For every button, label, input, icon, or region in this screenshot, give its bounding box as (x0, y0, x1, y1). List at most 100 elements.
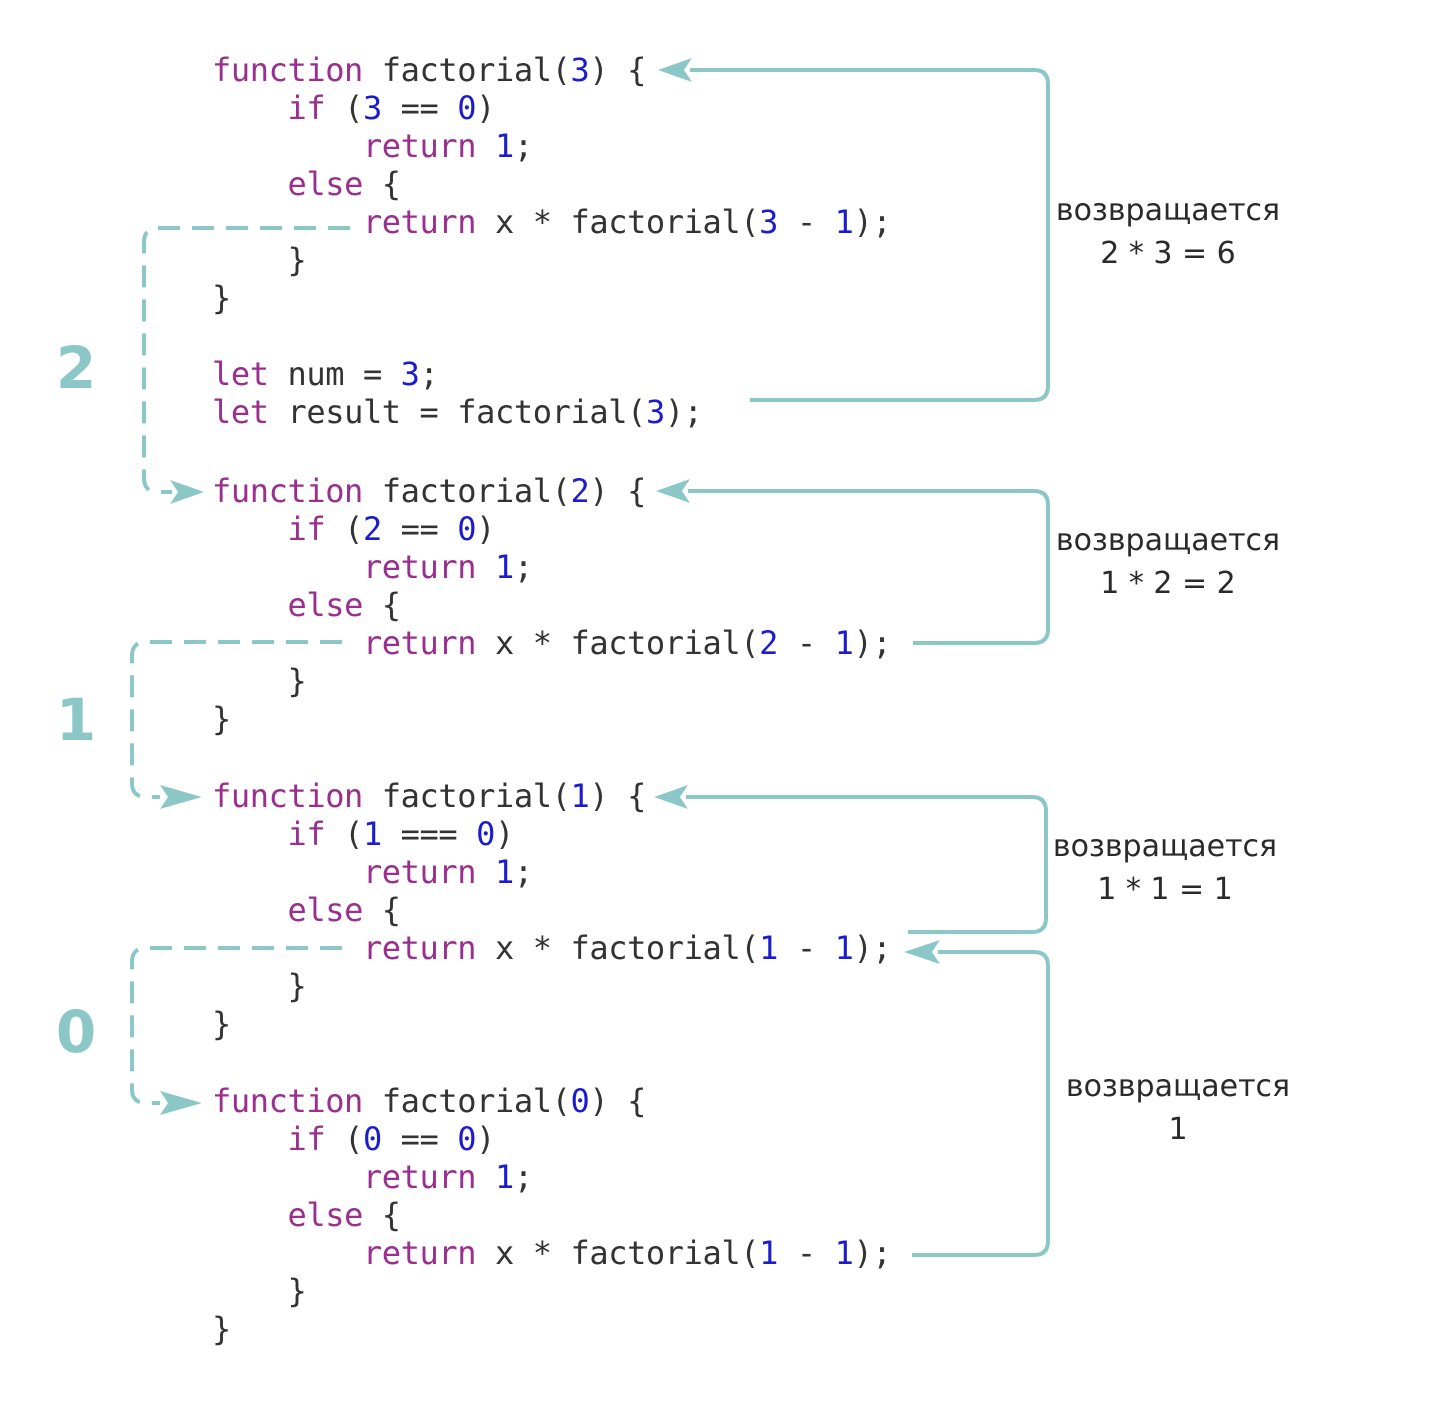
code-keyword: function (212, 777, 363, 815)
code-keyword: else (287, 1196, 363, 1234)
code-line: if (3 == 0) (212, 89, 891, 127)
return-note-value: 1 * 2 = 2 (1100, 566, 1236, 601)
code-keyword: else (287, 165, 363, 203)
code-line: function factorial(2) { (212, 472, 891, 510)
code-block-factorial-2: function factorial(2) { if (2 == 0) retu… (212, 472, 892, 738)
code-text: === (381, 815, 477, 853)
code-text (212, 624, 363, 662)
code-number: 2 (570, 472, 590, 510)
code-block-factorial-1: function factorial(1) { if (1 === 0) ret… (212, 777, 892, 1043)
code-text: ) (476, 89, 496, 127)
code-number: 1 (362, 815, 382, 853)
call-arrowhead-0 (160, 1091, 202, 1115)
code-number: 0 (457, 510, 477, 548)
code-text: ); (853, 929, 892, 967)
code-number: 3 (570, 51, 590, 89)
code-number: 2 (759, 624, 779, 662)
code-text: } (212, 1310, 231, 1348)
code-keyword: function (212, 51, 363, 89)
code-keyword: if (287, 510, 326, 548)
code-number: 1 (834, 624, 854, 662)
code-number: 1 (834, 929, 854, 967)
code-line: if (0 == 0) (212, 1120, 891, 1158)
code-number: 1 (834, 1234, 854, 1272)
code-line: return x * factorial(1 - 1); (212, 929, 892, 967)
code-text: ); (664, 393, 703, 431)
code-line: else { (212, 165, 891, 203)
code-keyword: if (287, 815, 326, 853)
code-text (212, 891, 287, 929)
code-number: 0 (457, 1120, 477, 1158)
code-text: - (778, 624, 835, 662)
return-arrowhead-0 (904, 940, 940, 964)
code-keyword: return (362, 624, 477, 662)
depth-label-0: 0 (55, 998, 97, 1066)
code-text (476, 548, 495, 586)
code-keyword: else (287, 586, 363, 624)
code-text (212, 1120, 287, 1158)
code-text (212, 1234, 363, 1272)
code-text: ; (513, 548, 533, 586)
code-keyword: let (212, 355, 269, 393)
code-text (476, 1158, 495, 1196)
code-line: } (212, 1005, 891, 1043)
code-line: let num = 3; (212, 355, 891, 393)
code-text: result = factorial( (268, 393, 646, 431)
code-text (212, 815, 287, 853)
code-text (212, 89, 287, 127)
code-number: 3 (645, 393, 665, 431)
code-text: x * factorial( (476, 1234, 760, 1272)
code-text: } (212, 279, 231, 317)
return-arrow-2 (688, 489, 1050, 645)
return-note-label: возвращается (1065, 1069, 1291, 1104)
code-text (212, 586, 287, 624)
code-line: else { (212, 586, 891, 624)
code-text: - (778, 1234, 835, 1272)
code-text: ; (513, 1158, 533, 1196)
code-number: 0 (362, 1120, 382, 1158)
return-note-label: возвращается (1052, 829, 1278, 864)
code-text: } (212, 700, 231, 738)
return-note-label: возвращается (1055, 523, 1281, 558)
code-line: } (212, 279, 891, 317)
code-keyword: return (362, 548, 477, 586)
code-keyword: if (287, 89, 326, 127)
code-text: ; (513, 853, 533, 891)
code-keyword: function (212, 1082, 363, 1120)
code-text: } (212, 967, 307, 1005)
code-line: } (212, 241, 891, 279)
code-text: ) (476, 510, 496, 548)
code-text: ) { (589, 777, 646, 815)
code-block-factorial-0: function factorial(0) { if (0 == 0) retu… (212, 1082, 892, 1348)
code-number: 1 (570, 777, 590, 815)
code-text: { (362, 165, 401, 203)
code-line: return 1; (212, 127, 891, 165)
code-text: ; (513, 127, 533, 165)
code-text: } (212, 1005, 231, 1043)
code-text (212, 548, 363, 586)
code-text: ) (495, 815, 514, 853)
code-text: - (778, 929, 835, 967)
code-keyword: function (212, 472, 363, 510)
code-text (212, 853, 363, 891)
call-arrow-2-to-1 (130, 640, 342, 799)
code-text: factorial( (362, 777, 571, 815)
code-text (212, 929, 363, 967)
code-text: { (362, 891, 401, 929)
code-text: factorial( (362, 472, 571, 510)
code-text: { (362, 586, 401, 624)
code-text: ( (325, 1120, 363, 1158)
code-text (476, 127, 495, 165)
code-line: return 1; (212, 1158, 891, 1196)
code-keyword: return (362, 1158, 477, 1196)
code-number: 1 (495, 1158, 514, 1196)
return-note-value: 1 (1168, 1112, 1188, 1147)
code-number: 1 (495, 548, 514, 586)
code-text: } (212, 662, 307, 700)
return-arrow-1 (686, 795, 1048, 934)
code-line: if (2 == 0) (212, 510, 891, 548)
code-text: x * factorial( (476, 203, 760, 241)
code-line: function factorial(0) { (212, 1082, 891, 1120)
code-number: 0 (476, 815, 496, 853)
